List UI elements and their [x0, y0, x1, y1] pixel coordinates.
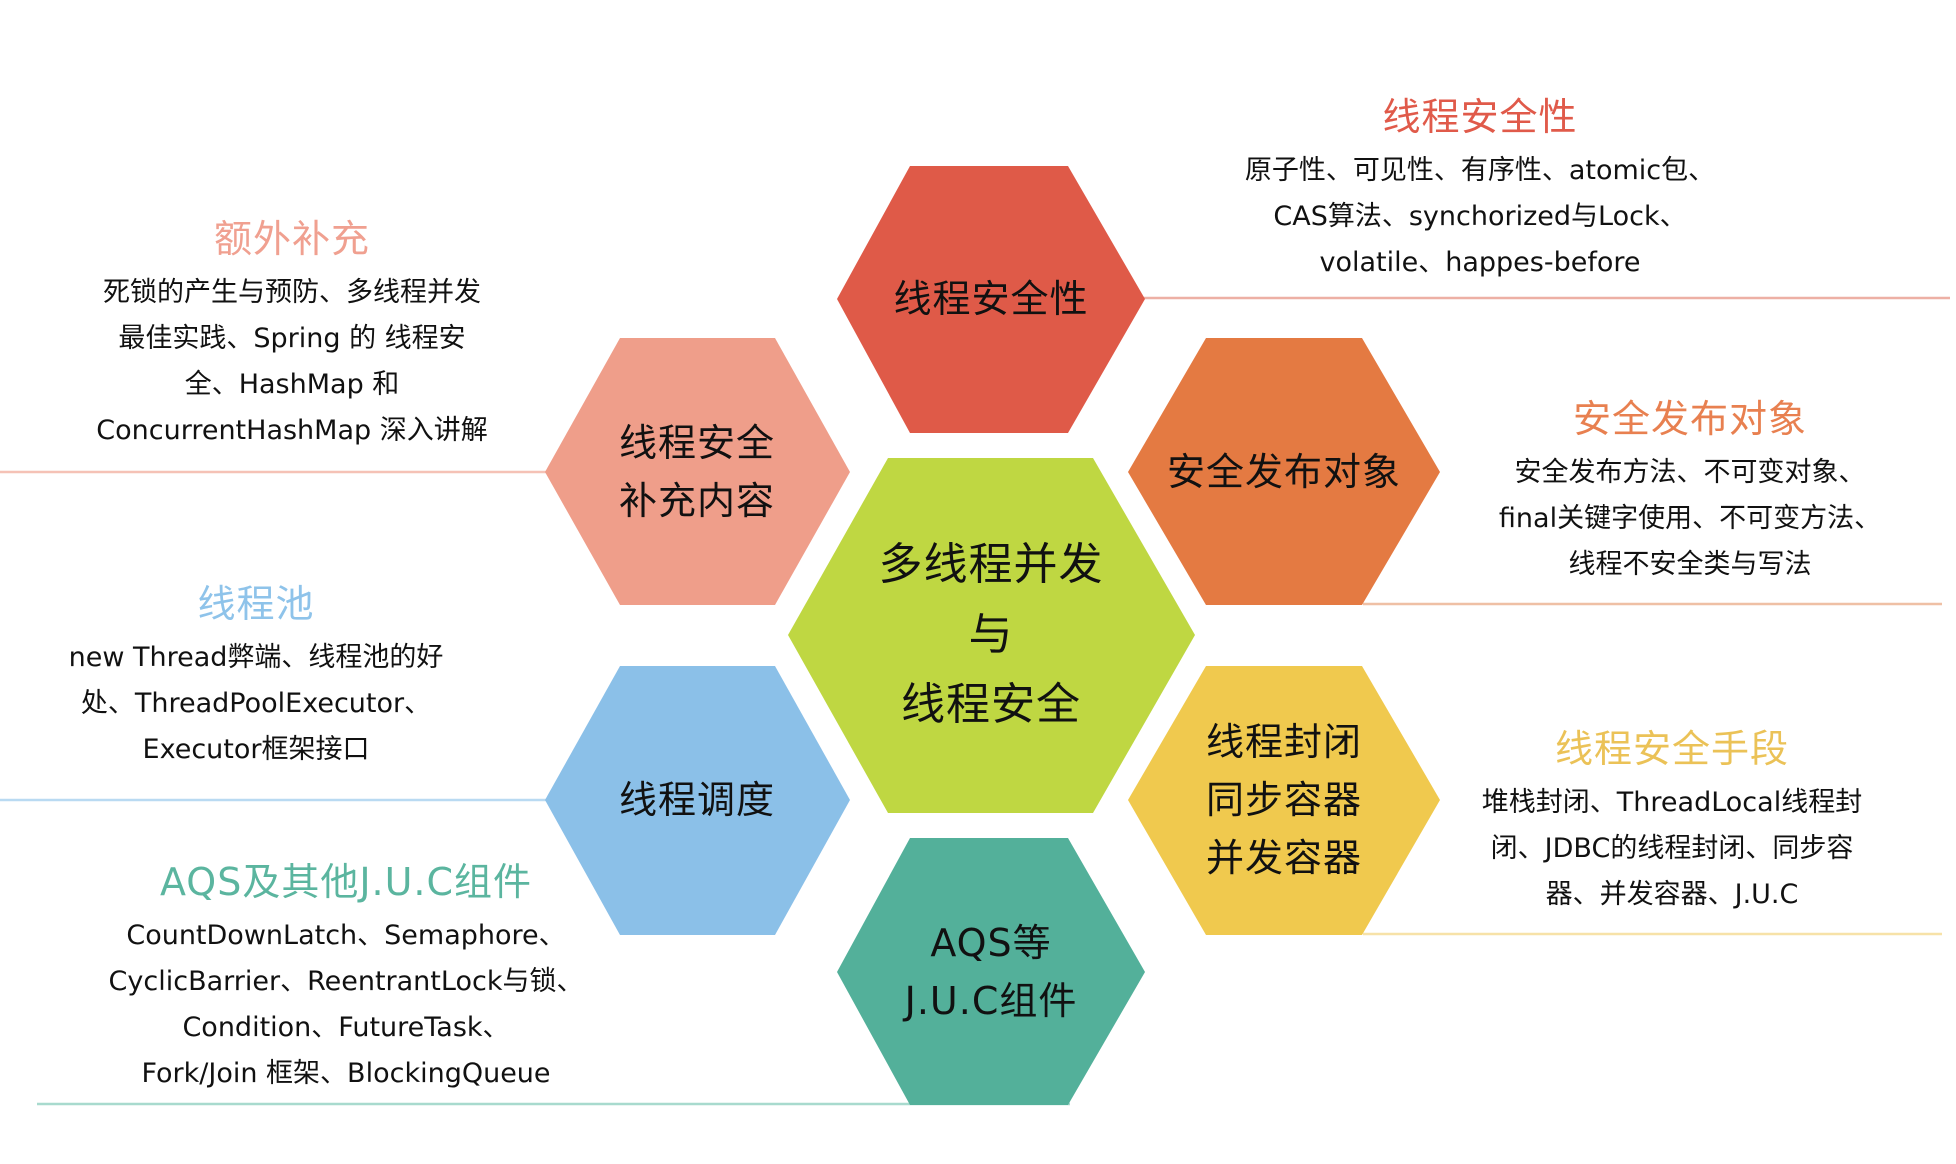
hexagon-center[interactable]: [788, 458, 1195, 813]
block-line: 原子性、可见性、有序性、atomic包、: [1244, 155, 1716, 186]
block-line: final关键字使用、不可变方法、: [1498, 503, 1882, 534]
hex-label-line: AQS等: [930, 921, 1052, 965]
hex-label-line: 线程安全: [618, 421, 776, 465]
block-safe-publish: 安全发布对象 安全发布方法、不可变对象、 final关键字使用、不可变方法、 线…: [1499, 396, 1881, 588]
center-label-line: 线程安全: [901, 679, 1081, 730]
hexagon-schedule-label: 线程调度: [619, 771, 775, 829]
hexagon-thread-safety[interactable]: [837, 166, 1145, 433]
center-label-line: 多线程并发: [878, 539, 1104, 590]
block-safety-means: 线程安全手段 堆栈封闭、ThreadLocal线程封 闭、JDBC的线程封闭、同…: [1482, 726, 1862, 918]
block-line: CAS算法、synchorized与Lock、: [1273, 201, 1687, 232]
block-line: Executor框架接口: [142, 734, 370, 765]
block-line: 全、HashMap 和: [184, 369, 400, 400]
hex-label-line: J.U.C组件: [904, 979, 1078, 1023]
block-title: 安全发布对象: [1572, 397, 1808, 441]
block-title: 线程安全手段: [1554, 727, 1790, 771]
hex-label-line: 线程封闭: [1205, 720, 1363, 764]
block-line: 最佳实践、Spring 的 线程安: [118, 323, 466, 354]
hex-label-line: 同步容器: [1205, 778, 1363, 822]
block-thread-pool: 线程池 new Thread弊端、线程池的好 处、ThreadPoolExecu…: [69, 581, 444, 773]
hexagon-schedule[interactable]: [545, 666, 850, 935]
hex-label-line: 线程安全性: [893, 277, 1089, 321]
hexagon-juc[interactable]: [837, 838, 1145, 1105]
block-line: Condition、FutureTask、: [182, 1012, 510, 1043]
block-line: CountDownLatch、Semaphore、: [126, 920, 566, 951]
block-line: 闭、JDBC的线程封闭、同步容: [1490, 833, 1854, 864]
block-title: 线程池: [197, 582, 315, 626]
hex-label-line: 并发容器: [1205, 836, 1363, 880]
block-line: 安全发布方法、不可变对象、: [1514, 457, 1866, 488]
hexagon-juc-label: AQS等 J.U.C组件: [905, 914, 1078, 1030]
block-line: Fork/Join 框架、BlockingQueue: [141, 1058, 551, 1089]
block-line: CyclicBarrier、ReentrantLock与锁、: [108, 966, 584, 997]
hexagon-center-label: 多线程并发 与 线程安全: [879, 530, 1104, 740]
block-line: new Thread弊端、线程池的好: [68, 642, 444, 673]
block-line: volatile、happes-before: [1319, 247, 1641, 278]
hexagon-thread-safety-label: 线程安全性: [893, 270, 1088, 328]
center-label-line: 与: [968, 609, 1014, 660]
block-line: 死锁的产生与预防、多线程并发: [102, 277, 481, 308]
block-line: ConcurrentHashMap 深入讲解: [96, 415, 488, 446]
block-aqs-juc: AQS及其他J.U.C组件 CountDownLatch、Semaphore、 …: [109, 859, 584, 1097]
block-line: 器、并发容器、J.U.C: [1545, 879, 1799, 910]
hexagon-confinement[interactable]: [1128, 666, 1440, 935]
block-line: 堆栈封闭、ThreadLocal线程封: [1481, 787, 1863, 818]
hexagon-safe-publish-label: 安全发布对象: [1167, 443, 1401, 501]
block-title: AQS及其他J.U.C组件: [159, 860, 533, 904]
block-title: 线程安全性: [1382, 95, 1578, 139]
block-thread-safety: 线程安全性 原子性、可见性、有序性、atomic包、 CAS算法、synchor…: [1245, 94, 1715, 286]
block-line: 线程不安全类与写法: [1568, 549, 1812, 580]
hex-label-line: 补充内容: [618, 479, 776, 523]
block-extra: 额外补充 死锁的产生与预防、多线程并发 最佳实践、Spring 的 线程安 全、…: [96, 216, 487, 454]
hex-label-line: 安全发布对象: [1166, 450, 1402, 494]
hex-label-line: 线程调度: [618, 778, 776, 822]
hexagon-safe-publish[interactable]: [1128, 338, 1440, 605]
block-title: 额外补充: [213, 217, 371, 261]
hexagon-extra-label: 线程安全 补充内容: [619, 414, 775, 530]
hexagon-confinement-label: 线程封闭 同步容器 并发容器: [1206, 713, 1362, 887]
hexagon-extra[interactable]: [545, 338, 850, 605]
block-line: 处、ThreadPoolExecutor、: [80, 688, 432, 719]
